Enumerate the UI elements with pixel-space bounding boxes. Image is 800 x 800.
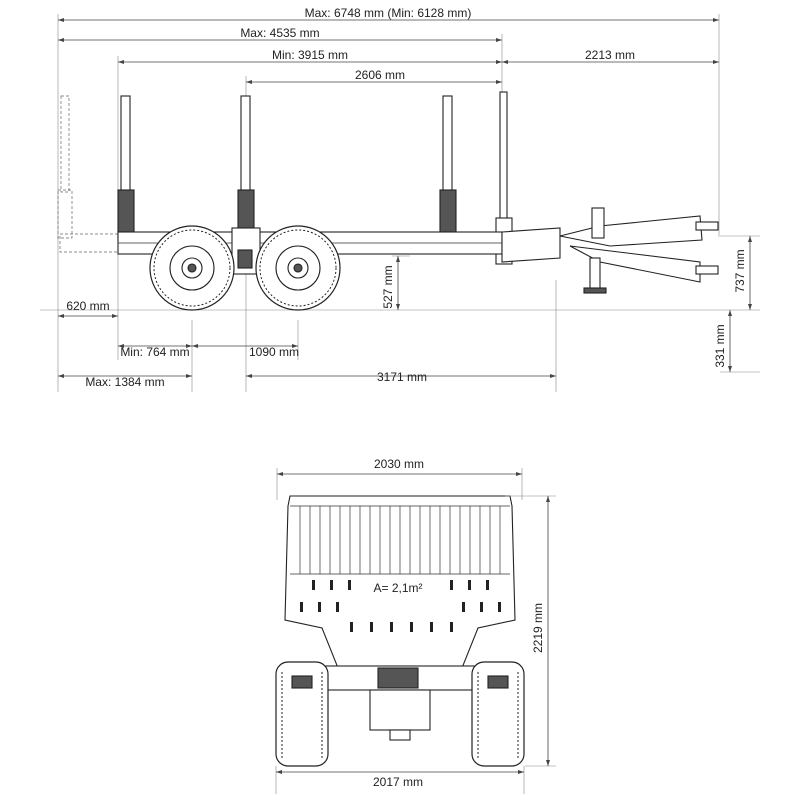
ground-clearance-label: 331 mm [713, 324, 727, 367]
overall-height-label: 2219 mm [531, 603, 545, 653]
side-view: Max: 6748 mm (Min: 6128 mm) Max: 4535 mm… [40, 6, 760, 392]
bunk-length-min-label: Min: 3915 mm [272, 48, 348, 62]
top-width-label: 2030 mm [374, 457, 424, 471]
stake-bars [299, 506, 501, 574]
bunk-length-max-label: Max: 4535 mm [240, 26, 319, 40]
drawbar-length-label: 2213 mm [585, 48, 635, 62]
right-tire [471, 661, 525, 767]
slots [300, 580, 501, 632]
rear-overhang-min-label: Min: 764 mm [120, 345, 189, 359]
left-tire [275, 661, 329, 767]
frame-height-label: 527 mm [381, 265, 395, 308]
bottom-width-label: 2017 mm [373, 775, 423, 789]
height-dimension-lines [392, 235, 760, 373]
top-dimension-lines [58, 18, 719, 84]
axle-spacing-label: 1090 mm [249, 345, 299, 359]
bottom-dimension-lines [58, 314, 556, 378]
load-bunk [284, 495, 516, 669]
rear-extension-label: 620 mm [66, 299, 109, 313]
rear-wheel [149, 225, 235, 311]
load-area-label: A= 2,1m² [373, 581, 422, 595]
chassis [323, 665, 477, 741]
axle-to-hitch-label: 3171 mm [377, 370, 427, 384]
overall-length-label: Max: 6748 mm (Min: 6128 mm) [305, 6, 472, 20]
stake-spacing-label: 2606 mm [355, 68, 405, 82]
rear-overhang-max-label: Max: 1384 mm [85, 375, 164, 389]
front-wheel [255, 225, 341, 311]
hitch-height-label: 737 mm [733, 249, 747, 292]
rear-view: 2030 mm [275, 457, 556, 794]
